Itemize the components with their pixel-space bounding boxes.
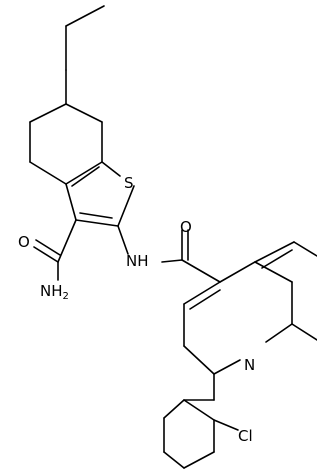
cyclohexene-ring <box>29 103 103 185</box>
label-nh-link: NH <box>126 252 149 270</box>
label-nh2-main: NH <box>40 282 63 300</box>
thiophene-ring <box>65 161 135 227</box>
label-chlorine: Cl <box>238 427 253 445</box>
label-sulfur: S <box>124 174 134 192</box>
chlorophenyl-ring <box>163 373 239 469</box>
quinoline-pyridine-ring <box>183 261 293 375</box>
propyl-chain <box>65 5 105 105</box>
primary-amide <box>33 219 77 281</box>
label-primary-amide-oxygen: O <box>18 233 30 251</box>
label-carbonyl-oxygen: O <box>180 218 192 236</box>
quinoline-benzo-ring <box>254 241 317 341</box>
label-quinoline-nitrogen: N <box>244 356 255 374</box>
label-nh2-subscript: 2 <box>63 291 69 302</box>
amide-linker <box>117 225 221 283</box>
label-nh2: NH2 <box>40 282 69 302</box>
